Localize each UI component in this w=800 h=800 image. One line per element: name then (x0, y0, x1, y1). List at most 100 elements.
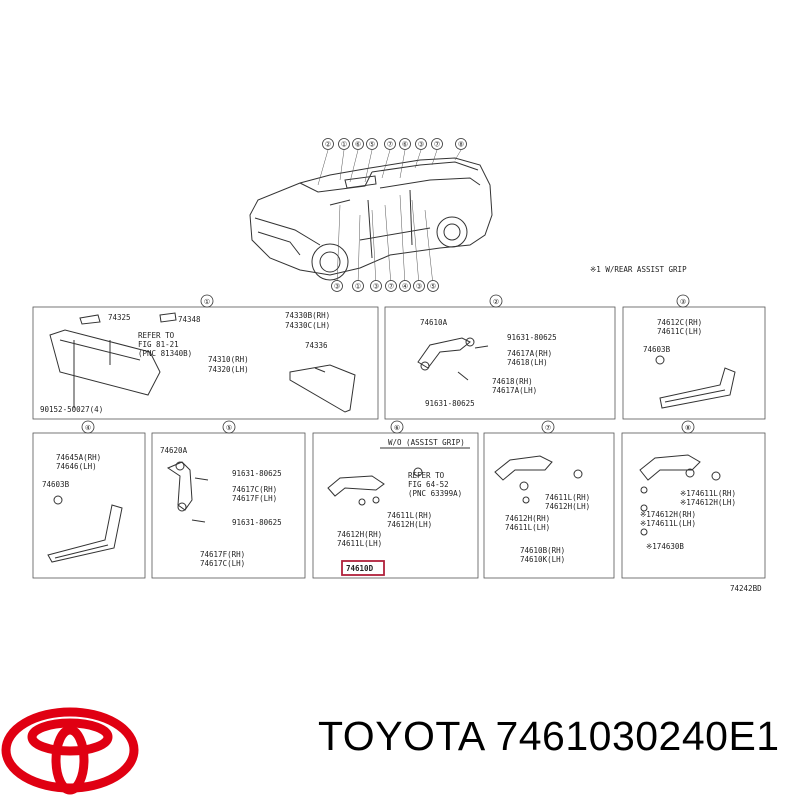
label-pnc-81340b: (PNC 81340B) (138, 349, 192, 358)
car-callout-top: ⑥ (399, 138, 411, 150)
svg-text:④: ④ (402, 283, 408, 291)
svg-text:③: ③ (334, 283, 340, 291)
panel-6-parts (327, 447, 470, 506)
panel-callout-4: ④ (81, 420, 95, 434)
svg-text:③: ③ (418, 141, 424, 149)
svg-text:②: ② (325, 141, 331, 149)
label-74612h-lh-6: 74612H(LH) (387, 520, 432, 529)
panel-7-labels: 74611L(RH) 74612H(LH) 74612H(RH) 74611L(… (505, 493, 590, 564)
label-74617a-lh: 74617A(LH) (492, 386, 537, 395)
svg-text:⑧: ⑧ (458, 141, 464, 149)
car-callout-top: ③ (415, 138, 427, 150)
svg-text:①: ① (341, 141, 347, 149)
panel-2-labels: 74610A 91631-80625 74617A(RH) 74618(LH) … (420, 318, 557, 408)
car-leader-lines (317, 149, 462, 286)
svg-text:⑤: ⑤ (226, 424, 232, 432)
panel-7-parts (494, 455, 583, 504)
label-refer-to-6: REFER TO (408, 471, 445, 480)
label-74325: 74325 (108, 313, 131, 322)
label-fig-64-52: FIG 64-52 (408, 480, 449, 489)
car-callout-bottom: ③ (413, 280, 425, 292)
panel-callout-2: ② (489, 294, 503, 308)
label-74612h-rh-6: 74612H(RH) (337, 530, 382, 539)
svg-text:⑧: ⑧ (685, 424, 691, 432)
svg-text:⑦: ⑦ (387, 141, 393, 149)
figure-code: 74242BD (730, 584, 762, 593)
svg-text:⑥: ⑥ (355, 141, 361, 149)
highlighted-part: 74610D (341, 560, 385, 576)
panel-5-labels: 74620A 91631-80625 74617C(RH) 74617F(LH)… (160, 446, 282, 568)
label-74612c: 74612C(RH) (657, 318, 702, 327)
label-74617c-rh: 74617C(RH) (232, 485, 277, 494)
label-90152-50027: 90152-50027(4) (40, 405, 103, 414)
panel-3-labels: 74612C(RH) 74611C(LH) 74603B (643, 318, 702, 354)
car-callout-bottom: ④ (399, 280, 411, 292)
label-91631-80625-b: 91631-80625 (425, 399, 475, 408)
label-74617a-rh: 74617A(RH) (507, 349, 552, 358)
svg-text:③: ③ (373, 283, 379, 291)
label-s174611l-rh: ※174611L(RH) (680, 489, 736, 498)
svg-text:⑦: ⑦ (388, 283, 394, 291)
svg-text:④: ④ (85, 424, 91, 432)
label-74611l-rh-6: 74611L(RH) (387, 511, 432, 520)
label-74610a: 74610A (420, 318, 448, 327)
car-callout-bottom: ① (352, 280, 364, 292)
svg-text:①: ① (204, 298, 210, 306)
panel-4-labels: 74645A(RH) 74646(LH) 74603B (42, 453, 101, 489)
label-74617c-lh: 74617C(LH) (200, 559, 245, 568)
label-74611c: 74611C(LH) (657, 327, 702, 336)
car-callout-top: ① (338, 138, 350, 150)
panel-2-parts (417, 337, 489, 381)
panel-3-parts (655, 355, 736, 409)
part-number: 7461030240E1 (495, 713, 780, 759)
label-refer-to: REFER TO (138, 331, 175, 340)
label-91631-80625-d: 91631-80625 (232, 518, 282, 527)
label-without-assist-grip: W/O (ASSIST GRIP) (388, 438, 465, 447)
label-74617f-lh: 74617F(LH) (232, 494, 277, 503)
svg-text:⑤: ⑤ (369, 141, 375, 149)
label-74310: 74310(RH) (208, 355, 249, 364)
label-74336: 74336 (305, 341, 328, 350)
label-74348: 74348 (178, 315, 201, 324)
label-fig-81-21: FIG 81-21 (138, 340, 179, 349)
car-callout-top: ⑦ (431, 138, 443, 150)
panel-8-labels: ※174611L(RH) ※174612H(LH) ※174612H(RH) ※… (640, 489, 736, 551)
car-callout-top: ⑥ (352, 138, 364, 150)
label-74610k: 74610K(LH) (520, 555, 565, 564)
label-74618-lh: 74618(LH) (507, 358, 548, 367)
label-74330c: 74330C(LH) (285, 321, 330, 330)
svg-text:①: ① (355, 283, 361, 291)
label-74645a: 74645A(RH) (56, 453, 101, 462)
svg-text:⑤: ⑤ (430, 283, 436, 291)
label-s174612h-rh: ※174612H(RH) (640, 510, 696, 519)
brand-name: TOYOTA (318, 713, 484, 759)
label-s174612h-lh: ※174612H(LH) (680, 498, 736, 507)
car-callout-top: ⑤ (366, 138, 378, 150)
car-callout-top: ⑦ (384, 138, 396, 150)
svg-text:⑥: ⑥ (394, 424, 400, 432)
panel-4-parts (47, 495, 123, 563)
svg-text:⑥: ⑥ (402, 141, 408, 149)
label-74612h-rh-7: 74612H(RH) (505, 514, 550, 523)
label-74618-rh: 74618(RH) (492, 377, 533, 386)
label-74646: 74646(LH) (56, 462, 97, 471)
label-74612h-lh-7: 74612H(LH) (545, 502, 590, 511)
panel-callout-1: ① (200, 294, 214, 308)
svg-text:③: ③ (416, 283, 422, 291)
label-s174611l-lh: ※174611L(LH) (640, 519, 696, 528)
car-callout-bottom: ③ (370, 280, 382, 292)
car-callout-top: ② (322, 138, 334, 150)
car-callout-bottom: ③ (331, 280, 343, 292)
panel-callout-8: ⑧ (681, 420, 695, 434)
car-callout-bottom: ⑦ (385, 280, 397, 292)
toyota-logo (1, 707, 139, 795)
panel-callout-7: ⑦ (541, 420, 555, 434)
label-91631-80625-a: 91631-80625 (507, 333, 557, 342)
highlighted-part-number: 74610D (346, 564, 374, 573)
label-91631-80625-c: 91631-80625 (232, 469, 282, 478)
label-74617f-rh: 74617F(RH) (200, 550, 245, 559)
label-74610b: 74610B(RH) (520, 546, 565, 555)
panel-callout-3: ③ (676, 294, 690, 308)
